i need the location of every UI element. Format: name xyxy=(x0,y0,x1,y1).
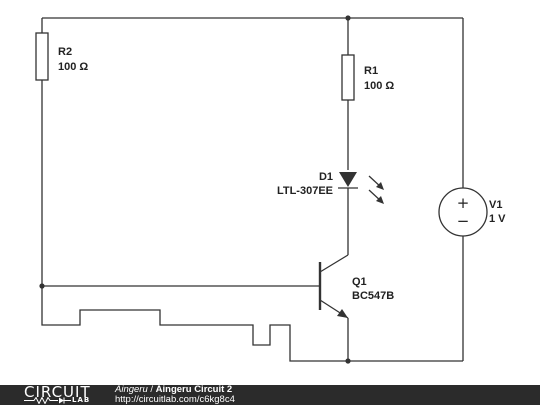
circuit-url[interactable]: http://circuitlab.com/c6kg8c4 xyxy=(115,394,235,405)
circuit-meta: Aingeru / Aingeru Circuit 2 http://circu… xyxy=(115,385,235,405)
wires xyxy=(41,17,464,362)
resistor-r1: R1 100 Ω xyxy=(341,54,394,101)
author-link[interactable]: Aingeru xyxy=(115,384,148,395)
junctions xyxy=(39,15,351,364)
resistor-r1-ref: R1 xyxy=(364,65,378,77)
resistor-r1-body xyxy=(341,54,355,101)
footer-bar: CIRCUIT LAB Aingeru / Aingeru Circuit 2 … xyxy=(0,383,540,405)
voltage-source-v1: + − V1 1 V xyxy=(438,187,506,237)
transistor-q1-collector xyxy=(319,254,349,273)
transistor-q1-value: BC547B xyxy=(352,290,394,302)
title-separator: / xyxy=(147,384,156,395)
junction-dot xyxy=(345,358,351,364)
junction-dot xyxy=(39,283,45,289)
transistor-q1-ref: Q1 xyxy=(352,276,367,288)
led-d1-triangle xyxy=(339,172,357,187)
light-emission-arrows-icon xyxy=(368,175,384,204)
led-d1: D1 LTL-307EE xyxy=(277,171,384,204)
logo-sub-wordmark: LAB xyxy=(72,396,91,404)
resistor-logo-icon xyxy=(24,397,71,404)
led-d1-value: LTL-307EE xyxy=(277,185,333,197)
resistor-r1-value: 100 Ω xyxy=(364,80,394,92)
minus-icon: − xyxy=(457,212,470,230)
circuit-title-line: Aingeru / Aingeru Circuit 2 xyxy=(115,385,235,395)
circuit-title[interactable]: Aingeru Circuit 2 xyxy=(155,384,233,395)
plus-icon: + xyxy=(457,194,470,212)
wire-r2-to-base xyxy=(41,80,320,287)
transistor-q1: Q1 BC547B xyxy=(318,254,394,319)
junction-dot xyxy=(345,15,351,21)
circuitlab-logo[interactable]: CIRCUIT LAB xyxy=(24,383,96,405)
voltage-source-v1-body xyxy=(438,187,488,237)
resistor-r2-ref: R2 xyxy=(58,46,72,58)
resistor-r2-body xyxy=(35,32,49,81)
resistor-r2-value: 100 Ω xyxy=(58,61,88,73)
logo-wordmark: CIRCUIT xyxy=(24,383,91,401)
voltage-source-v1-value: 1 V xyxy=(489,213,506,225)
emitter-arrow-icon xyxy=(337,309,348,318)
voltage-source-v1-ref: V1 xyxy=(489,199,502,211)
wire-bottom-stepped xyxy=(41,286,348,362)
circuit-schematic: R2 100 Ω R1 100 Ω D1 LTL-307EE + − V1 1 … xyxy=(35,15,506,364)
led-d1-ref: D1 xyxy=(319,171,333,183)
resistor-r2: R2 100 Ω xyxy=(35,32,88,81)
